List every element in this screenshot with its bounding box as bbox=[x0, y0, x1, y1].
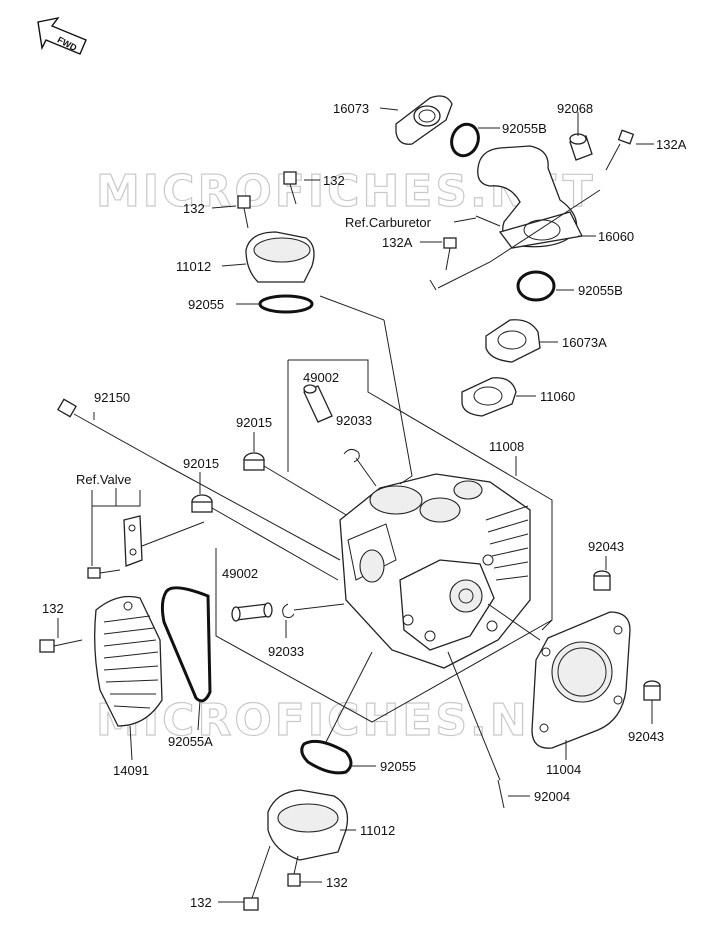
flange-16073 bbox=[395, 95, 453, 145]
label-92055B-top: 92055B bbox=[502, 121, 547, 136]
label-92055B-mid: 92055B bbox=[578, 283, 623, 298]
bolt-132-a bbox=[283, 171, 297, 205]
gasket-11060 bbox=[461, 377, 517, 417]
oring-92055B-mid bbox=[516, 270, 556, 302]
label-11004: 11004 bbox=[546, 762, 581, 777]
label-ref-valve: Ref.Valve bbox=[76, 472, 131, 487]
oring-92055-top bbox=[258, 294, 314, 314]
label-11060: 11060 bbox=[540, 389, 575, 404]
label-92150: 92150 bbox=[94, 390, 130, 405]
oring-92055B-top bbox=[450, 122, 480, 158]
label-ref-carburetor: Ref.Carburetor bbox=[345, 215, 432, 230]
label-11012-top: 11012 bbox=[176, 259, 211, 274]
label-92055-bot: 92055 bbox=[380, 759, 416, 774]
tappet-cover-11012-top bbox=[245, 231, 315, 283]
oring-92055-bot bbox=[300, 739, 353, 775]
label-92015-b: 92015 bbox=[183, 456, 219, 471]
label-49002-bot: 49002 bbox=[222, 566, 258, 581]
label-16073: 16073 bbox=[333, 101, 369, 116]
stud-92004 bbox=[497, 779, 505, 809]
bolt-132-left bbox=[39, 639, 83, 653]
bolt-ref-carb bbox=[475, 215, 501, 227]
leader-intake bbox=[437, 189, 601, 289]
dowel-92043-bot bbox=[643, 680, 661, 701]
collar-92068 bbox=[569, 133, 593, 161]
bolt-132-bot-l bbox=[243, 845, 271, 911]
valve-guide-49002-top bbox=[303, 384, 333, 423]
bolt-132A-top bbox=[605, 129, 635, 171]
label-16073A: 16073A bbox=[562, 335, 607, 350]
tappet-cover-11012-bot bbox=[267, 789, 349, 861]
label-132A-top: 132A bbox=[656, 137, 687, 152]
oring-92055A bbox=[160, 586, 212, 703]
label-49002-top: 49002 bbox=[303, 370, 339, 385]
valve-guide-49002-bot bbox=[231, 602, 273, 622]
label-11012-bot: 11012 bbox=[360, 823, 395, 838]
bolt-132A-mid bbox=[443, 237, 457, 271]
label-14091: 14091 bbox=[113, 763, 149, 778]
bolt-132-b bbox=[237, 195, 251, 229]
dowel-92043-top bbox=[593, 570, 611, 591]
cylinder-head-11008 bbox=[339, 473, 531, 669]
label-132-left: 132 bbox=[42, 601, 64, 616]
label-132A-mid: 132A bbox=[382, 235, 413, 250]
label-92068: 92068 bbox=[557, 101, 593, 116]
label-92033-bot: 92033 bbox=[268, 644, 304, 659]
dowel-92015-a bbox=[243, 452, 265, 471]
label-132-bot-r: 132 bbox=[326, 875, 348, 890]
label-92015-a: 92015 bbox=[236, 415, 272, 430]
label-92043-bot: 92043 bbox=[628, 729, 664, 744]
circlip-92033-bot bbox=[282, 603, 295, 619]
dowel-92015-b bbox=[191, 494, 213, 513]
label-leaders bbox=[57, 107, 654, 903]
label-132-a: 132 bbox=[323, 173, 345, 188]
bolt-132-bot-r bbox=[287, 855, 301, 887]
valve-bracket bbox=[87, 515, 205, 579]
label-92004: 92004 bbox=[534, 789, 570, 804]
head-cover-14091 bbox=[94, 595, 163, 727]
label-11008: 11008 bbox=[489, 439, 524, 454]
label-132-b: 132 bbox=[183, 201, 205, 216]
stud-92150 bbox=[57, 398, 161, 463]
label-132-bot-l: 132 bbox=[190, 895, 212, 910]
label-92033-top: 92033 bbox=[336, 413, 372, 428]
label-92043-top: 92043 bbox=[588, 539, 624, 554]
label-16060: 16060 bbox=[598, 229, 634, 244]
flange-16073A bbox=[485, 319, 541, 363]
watermark-bottom: MICROFICHES.NET bbox=[96, 695, 596, 746]
label-92055A: 92055A bbox=[168, 734, 213, 749]
gasket-11004 bbox=[531, 611, 631, 749]
fwd-arrow-icon: FWD bbox=[37, 16, 87, 55]
label-92055-top: 92055 bbox=[188, 297, 224, 312]
